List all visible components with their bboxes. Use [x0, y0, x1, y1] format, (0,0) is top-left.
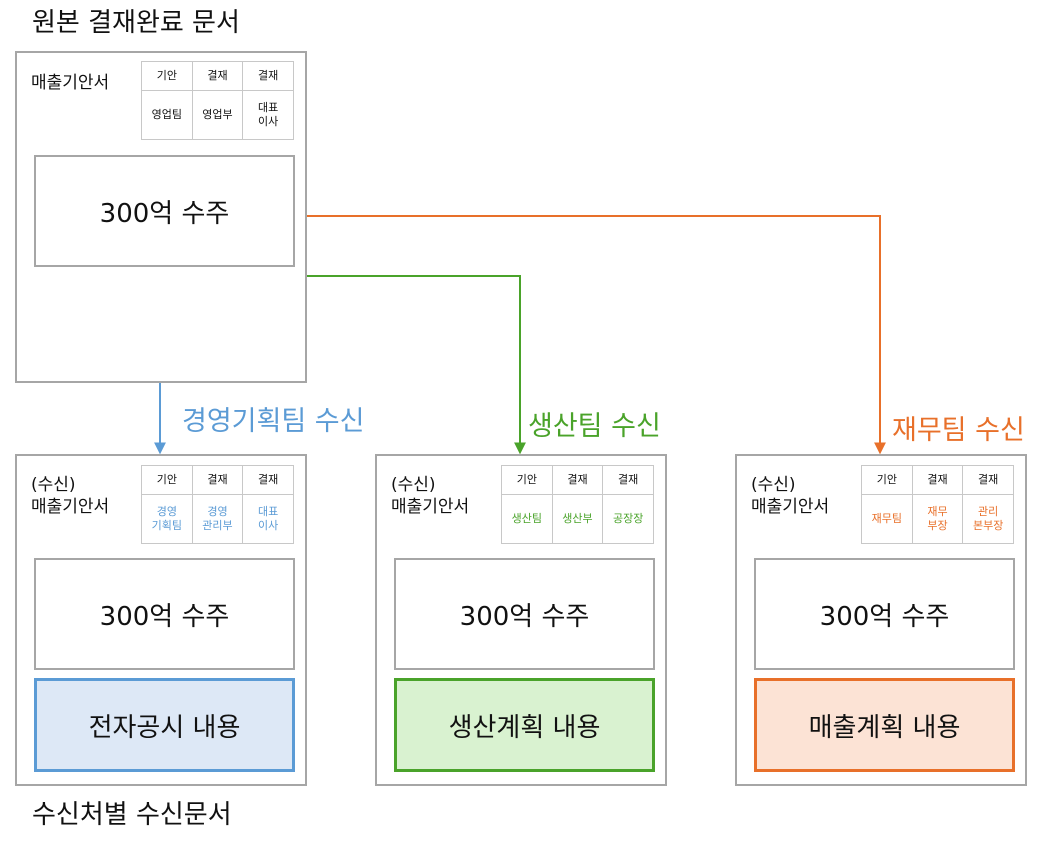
arrow-to-production: [305, 275, 526, 455]
received-caption: 수신처별 수신문서: [32, 800, 232, 830]
arrow-to-finance: [305, 215, 886, 455]
disclosure-content-box: 전자공시 내용: [34, 678, 295, 772]
approval-header: 결재: [242, 61, 294, 91]
approver: 대표 이사: [242, 494, 294, 544]
received-approval-table: 기안 결재 결재 생산팀 생산부 공장장: [501, 465, 654, 544]
branch-label-production: 생산팀 수신: [528, 411, 661, 442]
received-document-management-planning: (수신) 매출기안서 기안 결재 결재 경영 기획팀 경영 관리부 대표 이사 …: [15, 454, 307, 786]
approver: 관리 본부장: [962, 494, 1014, 544]
approval-header: 결재: [242, 465, 294, 495]
received-content-box: 300억 수주: [34, 558, 295, 670]
approver: 영업부: [191, 90, 244, 140]
received-document-title: (수신) 매출기안서: [751, 475, 830, 517]
original-caption: 원본 결재완료 문서: [32, 8, 240, 38]
received-approval-table: 기안 결재 결재 경영 기획팀 경영 관리부 대표 이사: [141, 465, 294, 544]
sales-plan-box: 매출계획 내용: [754, 678, 1015, 772]
approval-header: 결재: [911, 465, 964, 495]
approval-header: 결재: [191, 61, 244, 91]
received-document-title: (수신) 매출기안서: [391, 475, 470, 517]
approval-header: 결재: [551, 465, 604, 495]
approval-header: 기안: [141, 61, 193, 91]
received-approval-table: 기안 결재 결재 재무팀 재무 부장 관리 본부장: [861, 465, 1014, 544]
received-content-box: 300억 수주: [754, 558, 1015, 670]
approval-header: 결재: [191, 465, 244, 495]
approval-header: 결재: [602, 465, 654, 495]
approver: 생산팀: [501, 494, 553, 544]
received-document-finance: (수신) 매출기안서 기안 결재 결재 재무팀 재무 부장 관리 본부장 300…: [735, 454, 1027, 786]
received-document-title: (수신) 매출기안서: [31, 475, 110, 517]
approver: 재무 부장: [911, 494, 964, 544]
approval-header: 기안: [501, 465, 553, 495]
original-document: 매출기안서 기안 결재 결재 영업팀 영업부 대표 이사 300억 수주: [15, 51, 307, 383]
original-document-title: 매출기안서: [31, 73, 110, 93]
approver: 공장장: [602, 494, 654, 544]
approver: 생산부: [551, 494, 604, 544]
branch-label-finance: 재무팀 수신: [892, 415, 1025, 446]
approver: 대표 이사: [242, 90, 294, 140]
approver: 재무팀: [861, 494, 913, 544]
approver: 영업팀: [141, 90, 193, 140]
received-content-box: 300억 수주: [394, 558, 655, 670]
approver: 경영 기획팀: [141, 494, 193, 544]
approval-header: 결재: [962, 465, 1014, 495]
production-plan-box: 생산계획 내용: [394, 678, 655, 772]
branch-label-management-planning: 경영기획팀 수신: [182, 406, 365, 437]
original-approval-table: 기안 결재 결재 영업팀 영업부 대표 이사: [141, 61, 294, 140]
approval-header: 기안: [141, 465, 193, 495]
approver: 경영 관리부: [191, 494, 244, 544]
approval-header: 기안: [861, 465, 913, 495]
original-content-box: 300억 수주: [34, 155, 295, 267]
received-document-production: (수신) 매출기안서 기안 결재 결재 생산팀 생산부 공장장 300억 수주 …: [375, 454, 667, 786]
